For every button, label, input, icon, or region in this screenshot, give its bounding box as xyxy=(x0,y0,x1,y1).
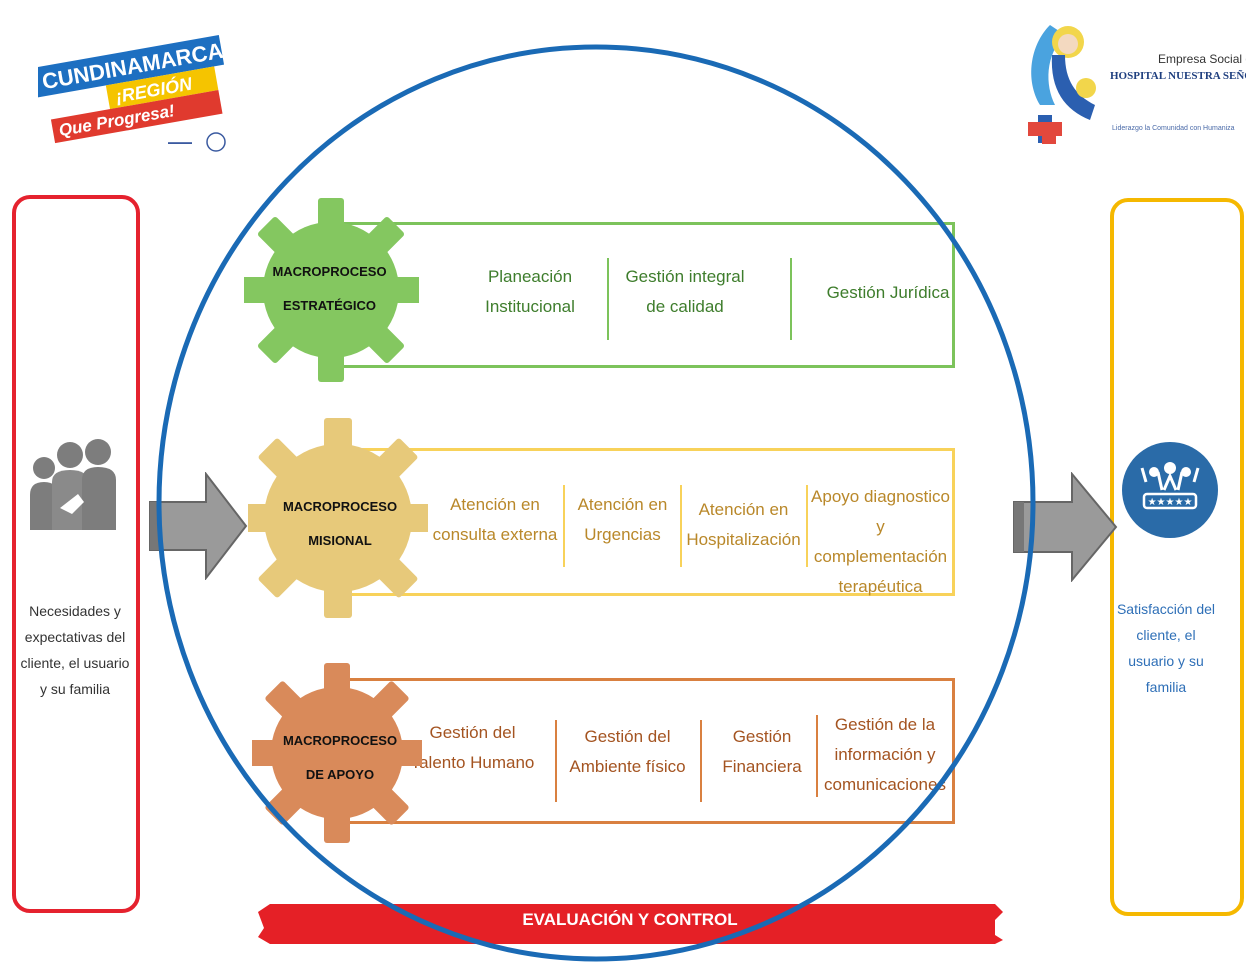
gear-estrategico-label: MACROPROCESO ESTRATÉGICO xyxy=(262,255,397,323)
separator xyxy=(790,258,792,340)
process-talento-humano: Gestión del Talento Humano xyxy=(410,723,535,772)
evaluacion-label: EVALUACIÓN Y CONTROL xyxy=(522,910,738,929)
process-gestion-informacion: Gestión de la información y comunicacion… xyxy=(824,715,946,794)
process-hospitalizacion: Atención en Hospitalización xyxy=(686,500,801,549)
process-ambiente-fisico: Gestión del Ambiente físico xyxy=(569,727,686,776)
output-arrow-icon xyxy=(1013,472,1118,582)
input-arrow-icon xyxy=(149,472,248,580)
family-icon xyxy=(30,439,116,530)
process-apoyo-diagnostico: Apoyo diagnostico y complementación tera… xyxy=(811,487,950,596)
separator xyxy=(555,720,557,802)
cundinamarca-logo: CUNDINAMARCA ¡REGIÓN Que Progresa! ▬▬▬▬ xyxy=(38,35,226,152)
process-urgencias: Atención en Urgencias xyxy=(577,495,668,544)
hospital-company-text: Empresa Social de xyxy=(1158,52,1246,66)
separator xyxy=(700,720,702,802)
hospital-logo-mark xyxy=(1028,25,1096,144)
separator xyxy=(816,715,818,797)
gear-apoyo-label: MACROPROCESO DE APOYO xyxy=(270,724,410,792)
process-gestion-juridica: Gestión Jurídica xyxy=(826,283,950,302)
gear-apoyo-line2: DE APOYO xyxy=(305,767,375,782)
process-gestion-financiera: Gestión Financiera xyxy=(722,727,802,776)
separator xyxy=(680,485,682,567)
output-box xyxy=(1110,198,1244,916)
input-description: Necesidades y expectativas del cliente, … xyxy=(20,603,130,697)
separator xyxy=(607,258,609,340)
process-planeacion: Planeación Institucional xyxy=(485,267,575,316)
svg-text:★★★★★: ★★★★★ xyxy=(1148,497,1193,508)
gear-misional-line1: MACROPROCESO xyxy=(282,499,398,514)
satisfaction-icon: ★★★★★ xyxy=(1122,442,1218,538)
hospital-name-text: HOSPITAL NUESTRA SEÑORA xyxy=(1110,70,1246,82)
svg-text:▬▬▬▬: ▬▬▬▬ xyxy=(168,140,192,146)
gear-misional-line2: MISIONAL xyxy=(308,533,372,548)
gear-estrategico-line2: ESTRATÉGICO xyxy=(283,298,376,313)
separator xyxy=(563,485,565,567)
gear-apoyo-line1: MACROPROCESO xyxy=(282,733,398,748)
hospital-slogan-text: Liderazgo la Comunidad con Humaniza xyxy=(1112,125,1235,132)
gear-misional-label: MACROPROCESO MISIONAL xyxy=(270,490,410,558)
input-box xyxy=(12,195,140,913)
output-description: Satisfacción del cliente, el usuario y s… xyxy=(1116,601,1216,695)
process-consulta-externa: Atención en consulta externa xyxy=(432,495,558,544)
process-gestion-calidad: Gestión integral de calidad xyxy=(625,267,745,316)
gear-estrategico-line1: MACROPROCESO xyxy=(272,264,387,279)
